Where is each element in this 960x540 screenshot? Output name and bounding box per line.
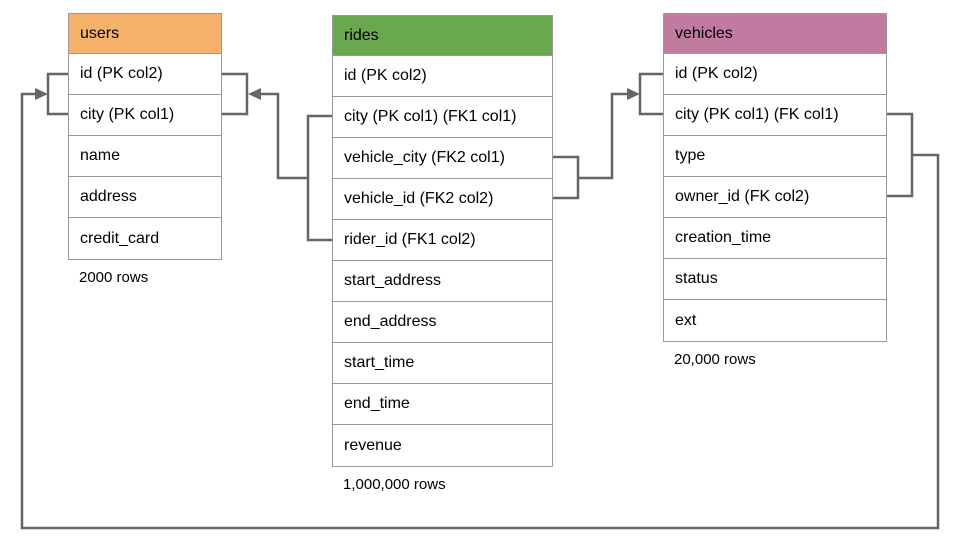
table-rides-header: rides: [333, 16, 552, 56]
column-row: name: [69, 136, 221, 177]
column-row: vehicle_id (FK2 col2): [333, 179, 552, 220]
table-rides: rides id (PK col2)city (PK col1) (FK1 co…: [332, 15, 553, 493]
column-row: ext: [664, 300, 886, 341]
table-vehicles-columns: id (PK col2)city (PK col1) (FK col1)type…: [664, 54, 886, 341]
column-row: owner_id (FK col2): [664, 177, 886, 218]
column-row: city (PK col1) (FK col1): [664, 95, 886, 136]
rides-fk1-bracket-left: [306, 114, 332, 242]
table-vehicles-row-count: 20,000 rows: [674, 351, 756, 368]
column-row: address: [69, 177, 221, 218]
arrowhead-into-users-left: [35, 88, 48, 100]
table-rides-row-count: 1,000,000 rows: [343, 476, 446, 493]
users-pk-bracket-right: [222, 72, 249, 116]
vehicles-fk-bracket-right: [887, 112, 914, 198]
column-row: city (PK col1) (FK1 col1): [333, 97, 552, 138]
column-row: type: [664, 136, 886, 177]
table-users-header: users: [69, 14, 221, 54]
column-row: creation_time: [664, 218, 886, 259]
column-row: status: [664, 259, 886, 300]
column-row: start_time: [333, 343, 552, 384]
users-pk-bracket-left: [46, 72, 68, 116]
vehicles-pk-bracket-left: [638, 72, 663, 116]
column-row: vehicle_city (FK2 col1): [333, 138, 552, 179]
rides-fk2-bracket-right: [553, 155, 580, 200]
column-row: id (PK col2): [69, 54, 221, 95]
relationship-rides-vehicles: [553, 72, 663, 200]
table-rides-columns: id (PK col2)city (PK col1) (FK1 col1)veh…: [333, 56, 552, 466]
table-vehicles-header: vehicles: [664, 14, 886, 54]
column-row: city (PK col1): [69, 95, 221, 136]
column-row: id (PK col2): [664, 54, 886, 95]
arrowhead-into-users: [248, 88, 261, 100]
arrowhead-into-vehicles: [627, 88, 640, 100]
table-vehicles: vehicles id (PK col2)city (PK col1) (FK …: [663, 13, 887, 368]
column-row: id (PK col2): [333, 56, 552, 97]
column-row: start_address: [333, 261, 552, 302]
column-row: rider_id (FK1 col2): [333, 220, 552, 261]
column-row: revenue: [333, 425, 552, 466]
rides-vehicles-connector-line: [578, 92, 637, 180]
table-users-row-count: 2000 rows: [79, 269, 149, 286]
column-row: end_time: [333, 384, 552, 425]
relationship-rides-users: [222, 72, 332, 242]
column-row: credit_card: [69, 218, 221, 259]
rides-users-connector-line: [252, 92, 308, 180]
column-row: end_address: [333, 302, 552, 343]
